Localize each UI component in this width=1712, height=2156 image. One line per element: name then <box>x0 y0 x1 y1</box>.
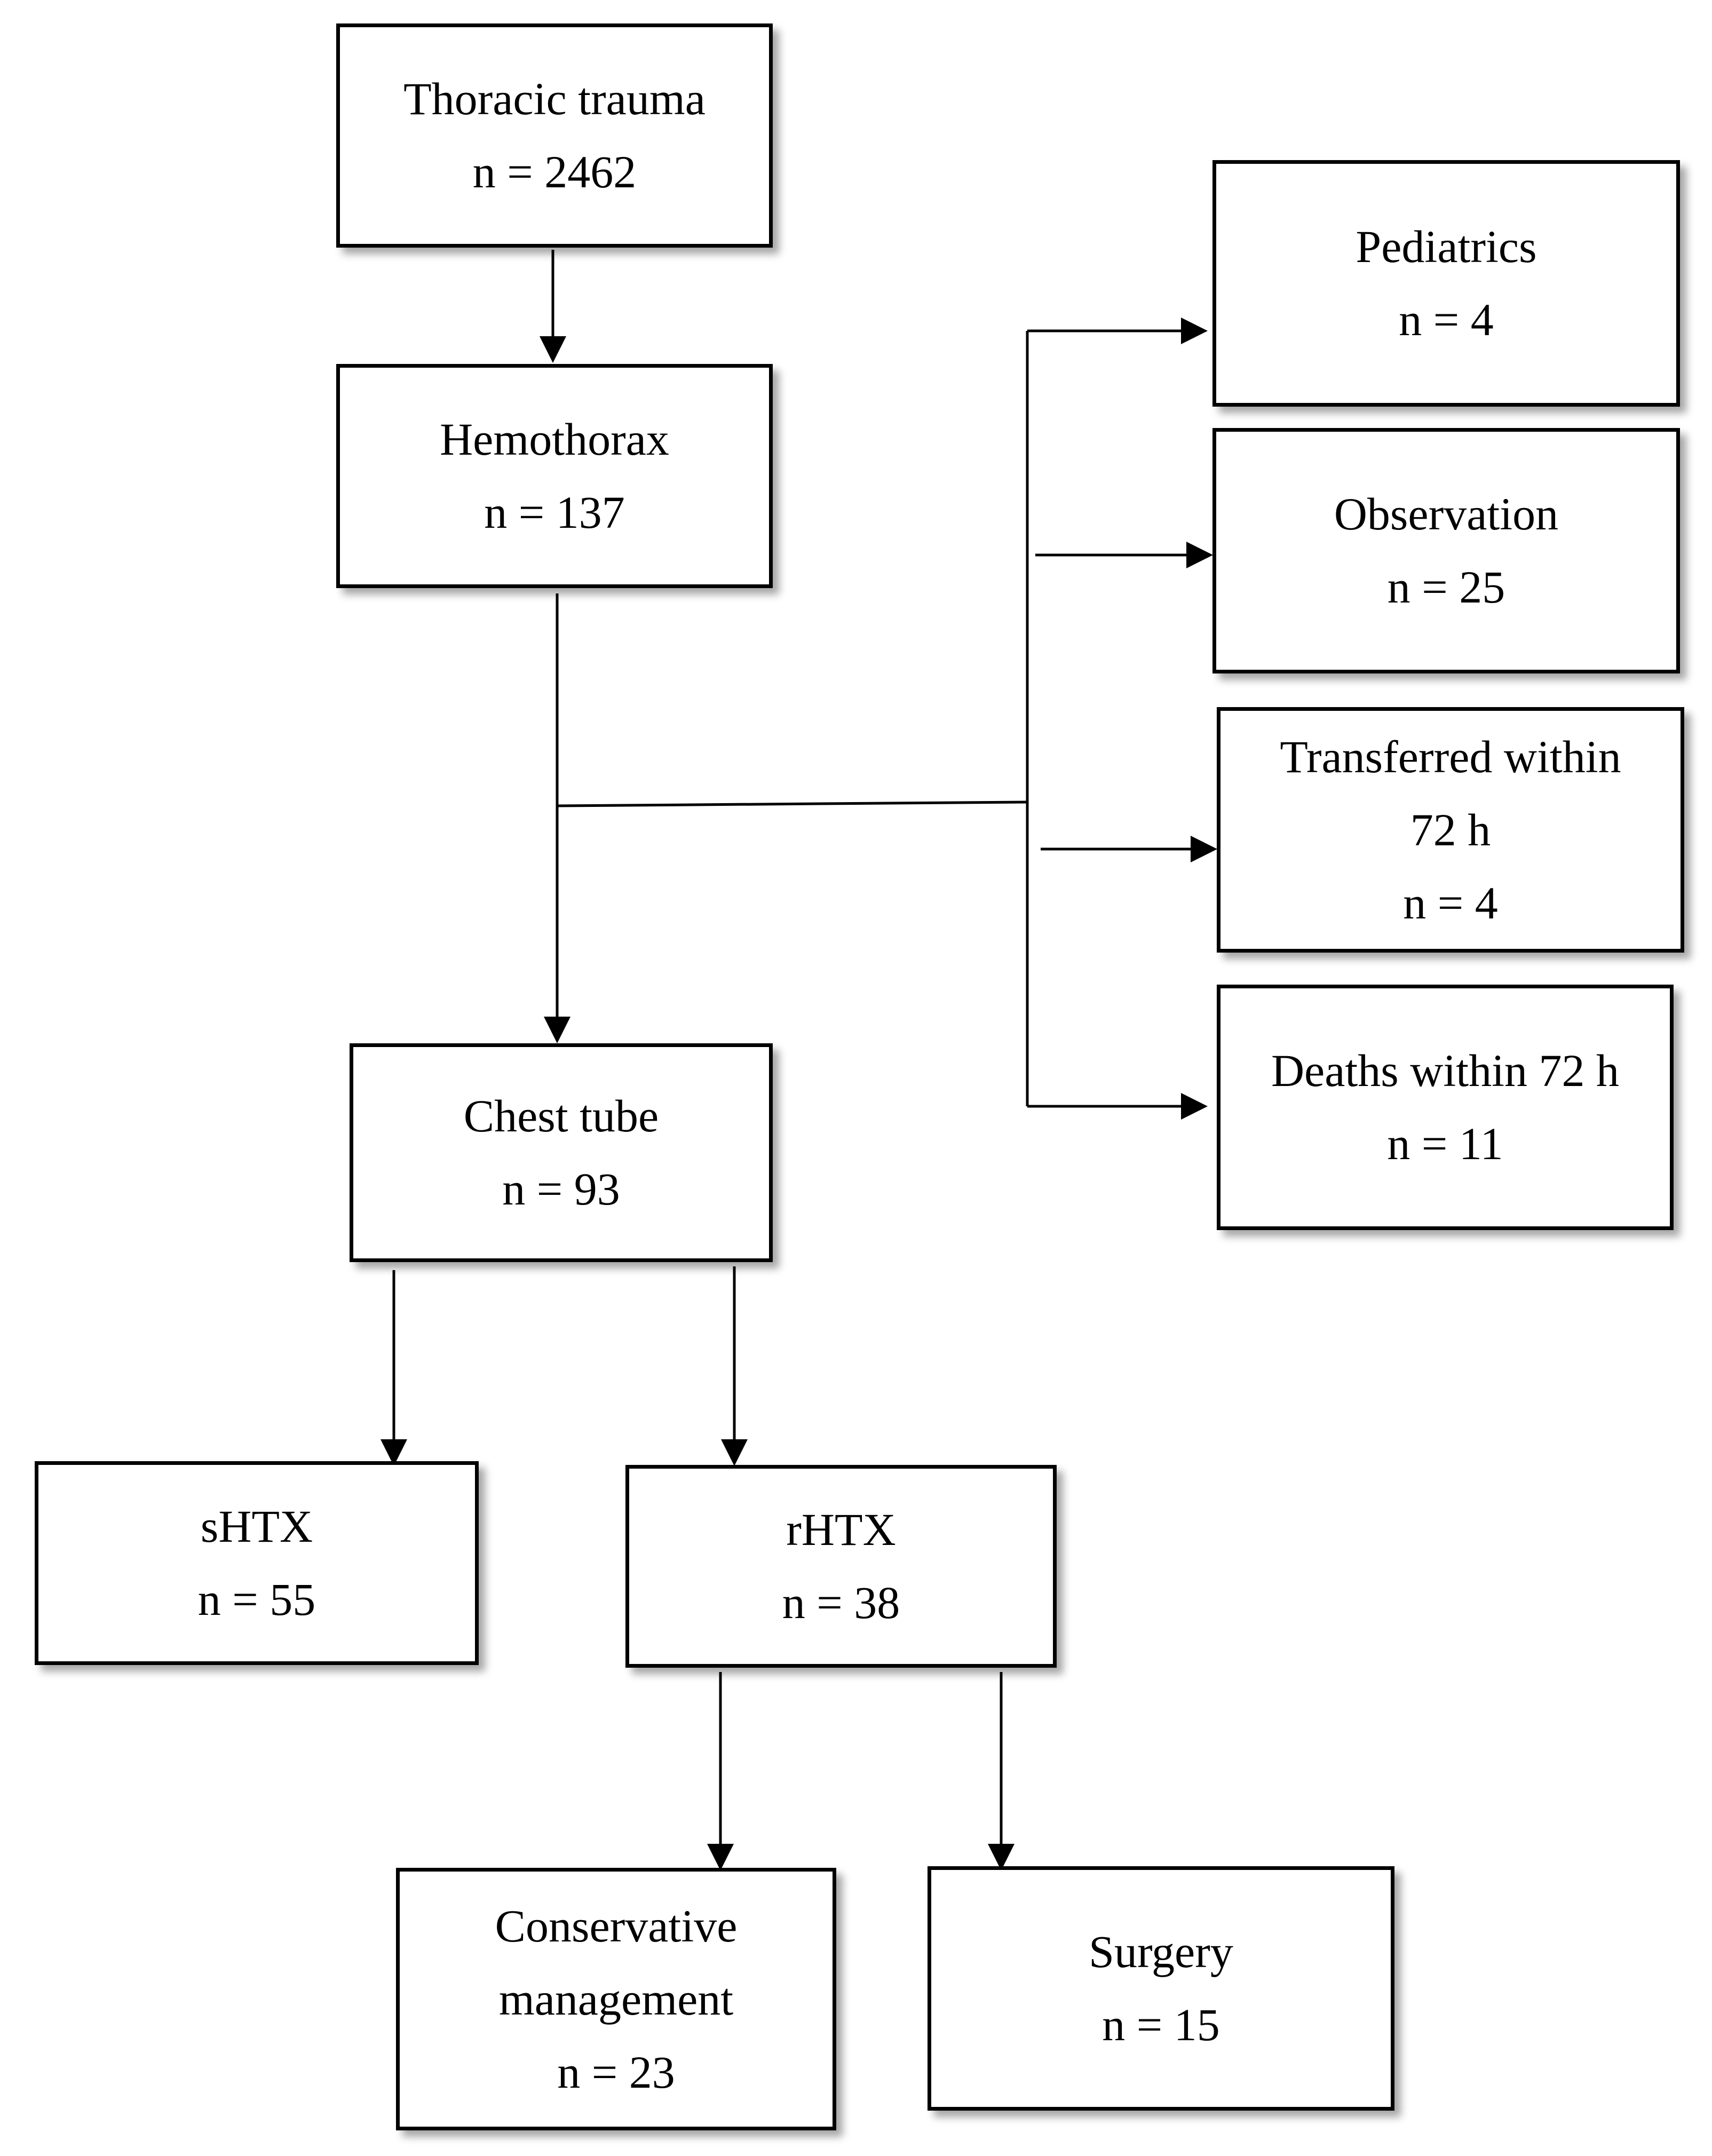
node-deaths-count: n = 11 <box>1387 1118 1503 1169</box>
node-thoracic-trauma-label: Thoracic trauma <box>403 73 706 124</box>
node-hemothorax-count: n = 137 <box>484 487 625 538</box>
node-observation-label: Observation <box>1334 488 1559 540</box>
node-pediatrics-count: n = 4 <box>1399 294 1494 345</box>
node-conservative-count: n = 23 <box>557 2046 675 2098</box>
node-hemothorax: Hemothorax n = 137 <box>336 364 773 588</box>
node-thoracic-trauma-count: n = 2462 <box>472 146 637 197</box>
node-conservative-label-line2: management <box>498 1973 734 2025</box>
node-transferred-count: n = 4 <box>1403 877 1498 929</box>
node-conservative-management: Conservative management n = 23 <box>396 1868 836 2130</box>
node-transferred: Transferred within 72 h n = 4 <box>1217 707 1684 953</box>
node-rhtx-label: rHTX <box>786 1504 896 1555</box>
node-observation: Observation n = 25 <box>1212 428 1680 673</box>
node-chest-tube: Chest tube n = 93 <box>350 1043 773 1262</box>
node-conservative-label-line1: Conservative <box>495 1900 738 1952</box>
node-chest-tube-count: n = 93 <box>502 1163 620 1215</box>
node-surgery-label: Surgery <box>1089 1926 1233 1977</box>
node-observation-count: n = 25 <box>1387 561 1505 613</box>
node-hemothorax-label: Hemothorax <box>440 414 669 465</box>
node-shtx-count: n = 55 <box>197 1574 316 1625</box>
node-thoracic-trauma: Thoracic trauma n = 2462 <box>336 23 773 248</box>
node-rhtx-count: n = 38 <box>782 1577 900 1628</box>
node-shtx: sHTX n = 55 <box>35 1461 479 1665</box>
node-pediatrics-label: Pediatrics <box>1356 221 1537 272</box>
node-chest-tube-label: Chest tube <box>463 1090 659 1142</box>
node-deaths-label: Deaths within 72 h <box>1271 1045 1620 1096</box>
node-shtx-label: sHTX <box>200 1501 313 1552</box>
exclusion-branch-line <box>557 800 1028 807</box>
node-pediatrics: Pediatrics n = 4 <box>1212 160 1680 407</box>
node-surgery: Surgery n = 15 <box>928 1866 1394 2111</box>
node-deaths: Deaths within 72 h n = 11 <box>1217 985 1674 1230</box>
node-surgery-count: n = 15 <box>1102 1999 1220 2050</box>
node-transferred-label-line1: Transferred within <box>1280 731 1621 782</box>
node-rhtx: rHTX n = 38 <box>625 1465 1057 1668</box>
node-transferred-label-line2: 72 h <box>1410 804 1491 855</box>
